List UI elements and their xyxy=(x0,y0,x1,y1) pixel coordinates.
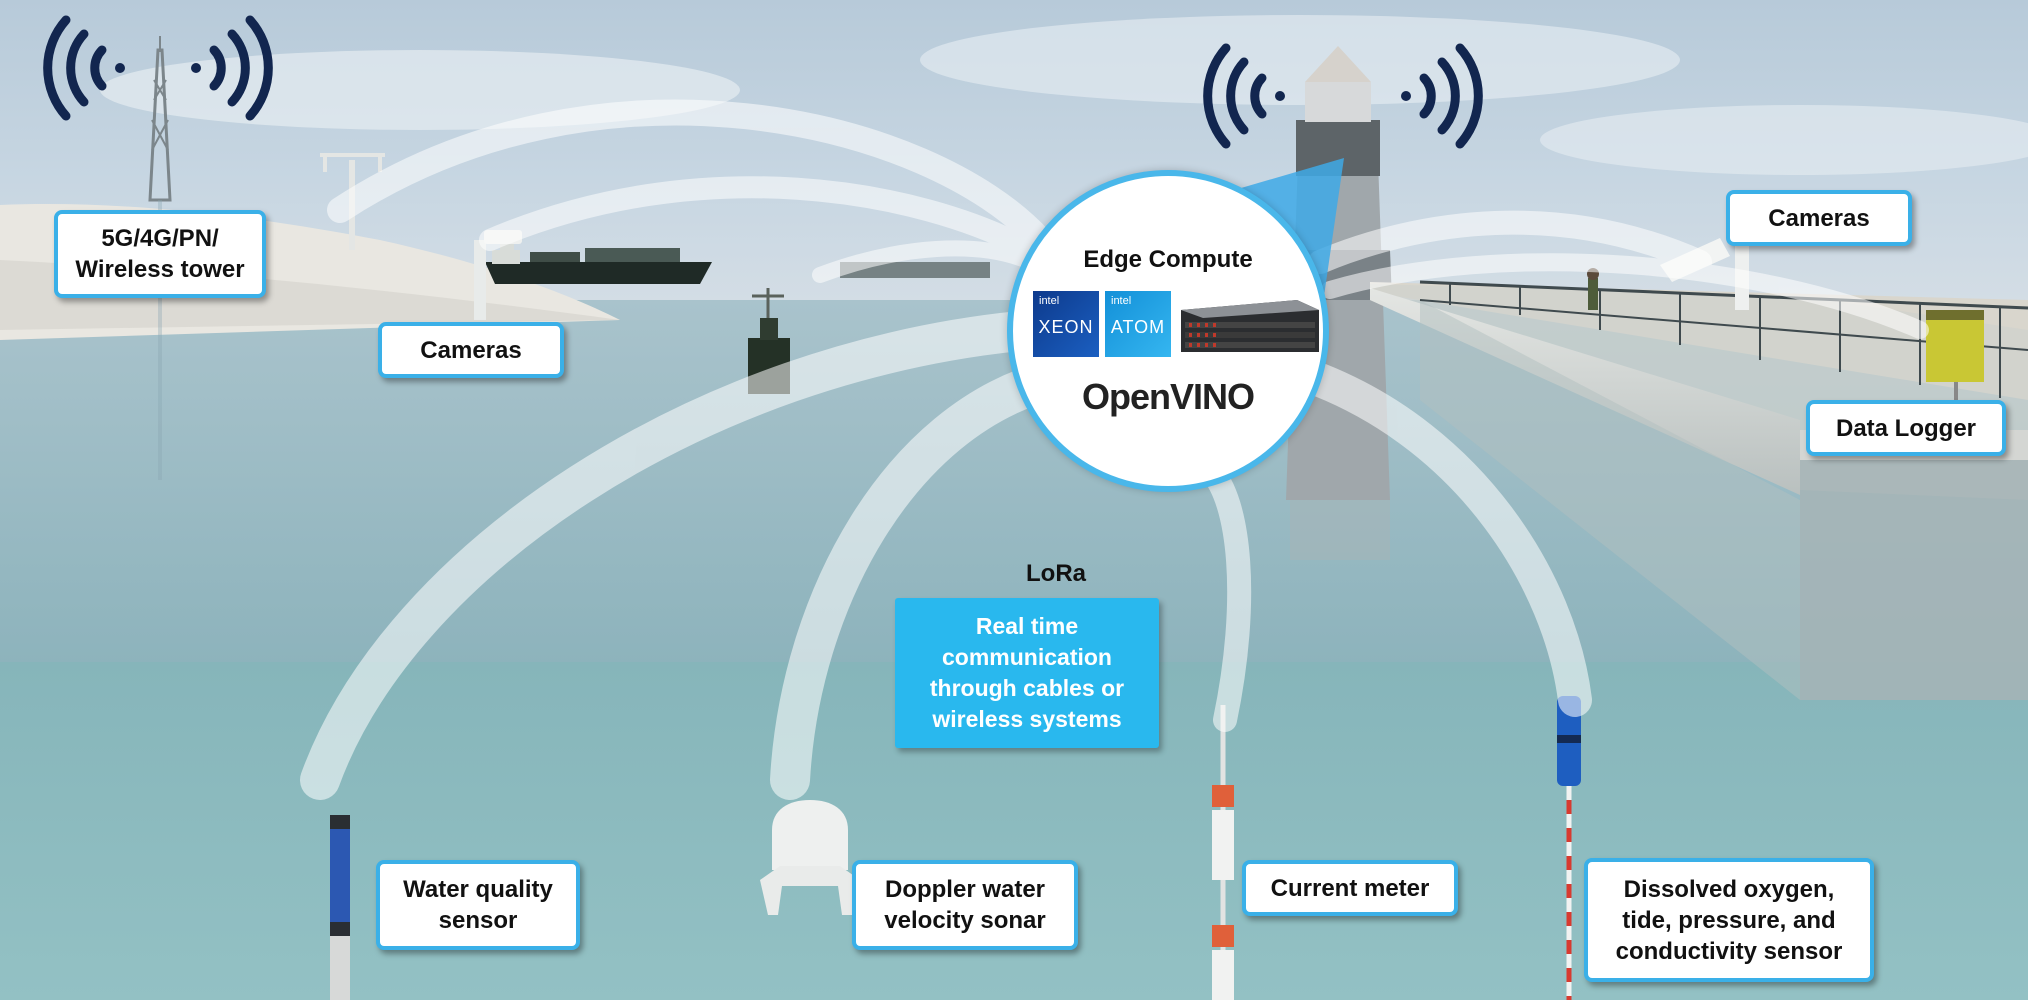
label-text: Doppler water velocity sonar xyxy=(884,876,1046,934)
arc-pier xyxy=(1321,253,1929,339)
arc-ship xyxy=(812,240,1038,283)
cargo-ship xyxy=(485,236,712,284)
edge-compute-hub[interactable]: Edge Compute intel XEON intel ATOM OpenV… xyxy=(1007,170,1329,492)
arc-water-quality xyxy=(300,310,1050,800)
label-text: Water quality sensor xyxy=(403,876,553,934)
label-text: Data Logger xyxy=(1835,414,1976,442)
distant-ship xyxy=(840,262,990,278)
arc-current-meter xyxy=(1198,458,1252,732)
intel-atom-chip-icon: intel ATOM xyxy=(1105,291,1171,357)
label-text: Dissolved oxygen, tide, pressure, and co… xyxy=(1615,875,1843,965)
arc-camera-left xyxy=(479,176,1041,261)
wifi-icon xyxy=(1203,43,1483,149)
water-quality-sensor-device xyxy=(330,815,350,1000)
label-current-meter: Current meter xyxy=(1242,860,1458,916)
server-rack-icon xyxy=(1181,300,1319,352)
arc-doppler xyxy=(770,360,1070,800)
label-dissolved-oxygen-sensor: Dissolved oxygen, tide, pressure, and co… xyxy=(1584,858,1874,982)
doppler-sonar-device xyxy=(760,800,860,915)
label-text: Cameras xyxy=(420,336,522,364)
chip-name: ATOM xyxy=(1110,317,1166,337)
chip-brand: intel xyxy=(1039,295,1060,307)
label-text: Current meter xyxy=(1270,874,1430,902)
arc-tower xyxy=(327,99,1053,253)
hub-title: Edge Compute xyxy=(1083,246,1253,273)
cloud xyxy=(920,15,1680,105)
label-water-quality-sensor: Water quality sensor xyxy=(376,860,580,950)
arc-camera-right xyxy=(1308,210,1712,274)
label-wireless-tower: 5G/4G/PN/ Wireless tower xyxy=(54,210,266,298)
label-doppler-sonar: Doppler water velocity sonar xyxy=(852,860,1078,950)
label-text: 5G/4G/PN/ Wireless tower xyxy=(75,225,245,283)
lora-title: LoRa xyxy=(1026,560,1086,587)
label-data-logger: Data Logger xyxy=(1806,400,2006,456)
cloud xyxy=(1540,105,2028,175)
lora-description: Real time communication through cables o… xyxy=(929,613,1125,732)
label-text: Cameras xyxy=(1768,204,1870,232)
chip-name: XEON xyxy=(1038,317,1094,337)
cell-tower xyxy=(148,36,172,480)
label-cameras-right: Cameras xyxy=(1726,190,1912,246)
lora-description-box: Real time communication through cables o… xyxy=(895,598,1159,748)
chip-brand: intel xyxy=(1111,295,1132,307)
current-meter-device xyxy=(1212,705,1234,1000)
arc-dissolved-oxygen xyxy=(1303,363,1592,717)
dissolved-oxygen-sensor-device xyxy=(1557,696,1581,1000)
wifi-icon xyxy=(43,15,273,121)
label-cameras-left: Cameras xyxy=(378,322,564,378)
openvino-logo: OpenVINO xyxy=(1081,376,1255,417)
data-logger-box xyxy=(1926,310,1984,400)
intel-xeon-chip-icon: intel XEON xyxy=(1033,291,1099,357)
